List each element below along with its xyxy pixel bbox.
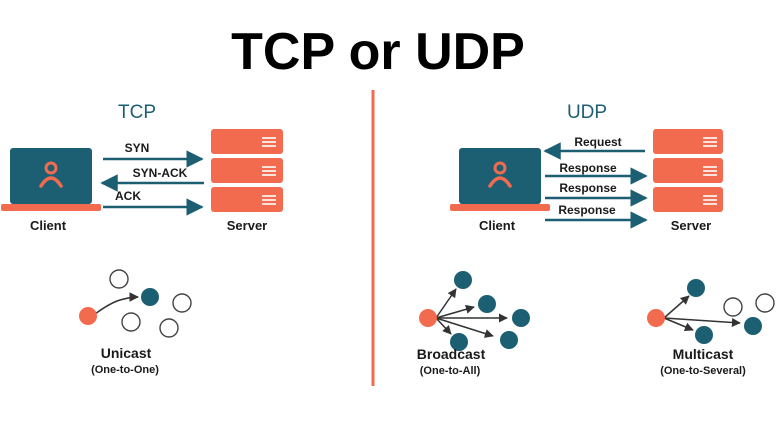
server-stack-icon	[211, 129, 283, 212]
unicast-idle-node	[172, 293, 192, 313]
multicast-target-node	[687, 279, 705, 297]
multicast-target-node	[695, 326, 713, 344]
unicast-idle-node	[109, 269, 129, 289]
broadcast-target-node	[500, 331, 518, 349]
udp-msg-request: Request	[574, 135, 621, 149]
broadcast-target-node	[454, 271, 472, 289]
multicast-idle-node	[723, 297, 743, 317]
udp-msg-response-3: Response	[558, 203, 616, 217]
udp-msg-response-1: Response	[559, 161, 617, 175]
broadcast-target-node	[450, 333, 468, 351]
tcp-client-label: Client	[30, 218, 67, 233]
server-stack-icon	[653, 129, 723, 212]
unicast-target-node	[141, 288, 159, 306]
unicast-caption: Unicast	[101, 345, 152, 361]
page-title: TCP or UDP	[231, 23, 525, 81]
multicast-target-node	[744, 317, 762, 335]
unicast-idle-node	[159, 318, 179, 338]
udp-heading: UDP	[567, 102, 607, 123]
udp-client-label: Client	[479, 218, 516, 233]
tcp-section: TCP Client Server SYN SYN-ACK ACK	[1, 102, 283, 376]
udp-section: UDP Client Server Request Response Respo	[417, 102, 775, 377]
unicast-diagram	[79, 269, 192, 338]
broadcast-diagram	[419, 271, 530, 351]
tcp-server-label: Server	[227, 218, 267, 233]
multicast-caption: Multicast	[673, 346, 734, 362]
broadcast-caption: Broadcast	[417, 346, 486, 362]
tcp-heading: TCP	[118, 102, 156, 123]
unicast-idle-node	[121, 312, 141, 332]
multicast-idle-node	[755, 293, 775, 313]
tcp-msg-syn: SYN	[125, 141, 150, 155]
udp-msg-response-2: Response	[559, 181, 617, 195]
laptop-user-icon	[1, 148, 101, 211]
laptop-user-icon	[450, 148, 550, 211]
unicast-subcaption: (One-to-One)	[91, 364, 159, 376]
tcp-msg-ack: ACK	[115, 189, 141, 203]
broadcast-source-node	[419, 309, 437, 327]
tcp-msg-syn-ack: SYN-ACK	[133, 166, 188, 180]
multicast-subcaption: (One-to-Several)	[660, 365, 746, 377]
broadcast-subcaption: (One-to-All)	[420, 365, 481, 377]
multicast-diagram	[647, 279, 775, 344]
broadcast-target-node	[512, 309, 530, 327]
multicast-source-node	[647, 309, 665, 327]
broadcast-target-node	[478, 295, 496, 313]
udp-server-label: Server	[671, 218, 711, 233]
unicast-source-node	[79, 307, 97, 325]
